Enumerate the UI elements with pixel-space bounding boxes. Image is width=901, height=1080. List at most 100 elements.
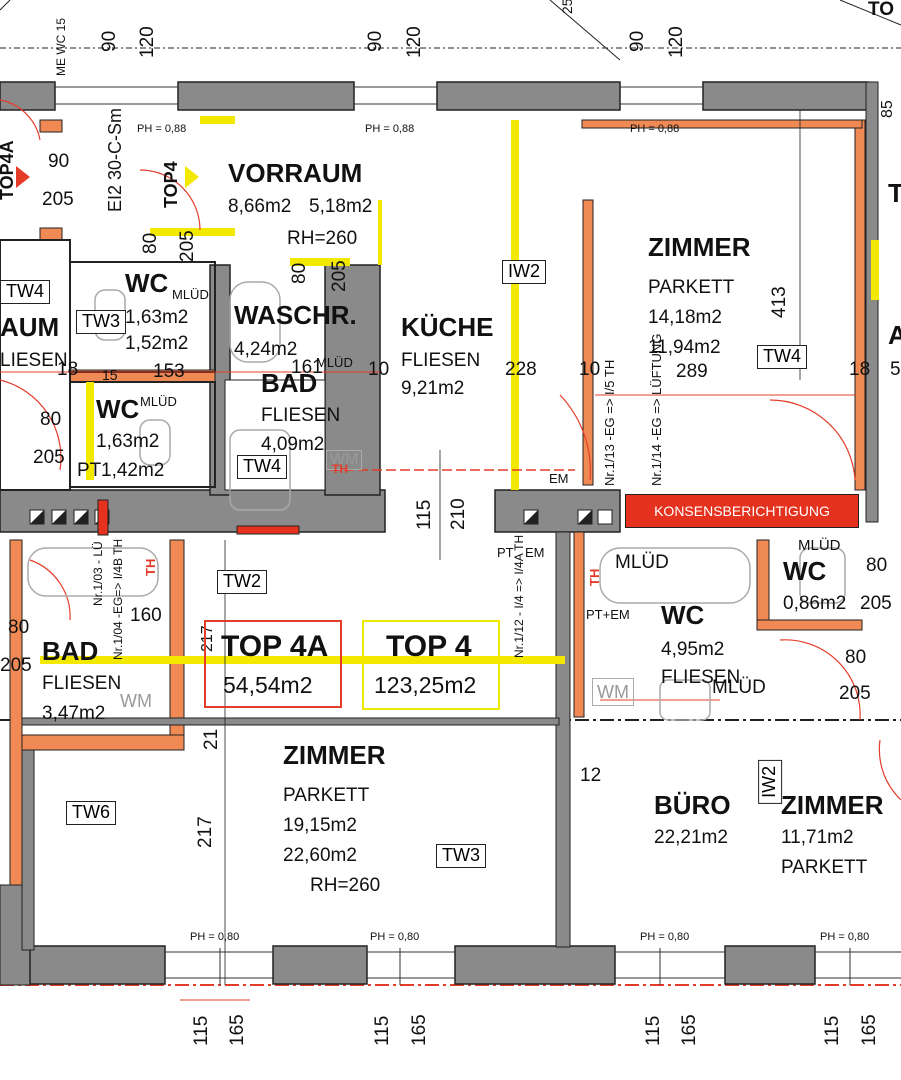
note-nr103: Nr.1/03 - LÜ [91,541,105,606]
room-bad-sw-floor: FLIESEN [42,673,122,694]
label-top4a-door: TOP4A [0,140,17,200]
dim-18-b: 18 [849,359,871,380]
room-waschr-area: 4,24m2 [234,339,298,360]
room-raum-w-name: AUM [0,312,60,342]
room-wc-mid-pt: PT [77,460,102,481]
label-mewc: ME WC 15 [54,17,68,76]
room-wc-small-area: 0,86m2 [783,593,847,614]
dim-205-e: 205 [0,655,32,676]
tag-pt-em: PT+EM [586,607,630,622]
dim-161: 161 [291,357,323,378]
wall-top-3 [436,81,621,111]
wall-orange-9 [756,619,863,631]
tag-th-bath: TH [332,462,348,476]
dim-bottom-115-4: 115 [822,1015,843,1046]
room-buro-area: 22,21m2 [654,827,728,848]
wall-orange-3 [581,119,863,129]
wall-orange-6 [21,734,185,751]
dim-153: 153 [153,361,185,382]
room-wc-top-mlud: MLÜD [172,287,209,302]
dim-217-b: 217 [195,816,216,848]
ph-label-4: PH = 0,80 [190,931,240,943]
dim-bottom-165-1: 165 [227,1014,248,1046]
label-to: TO [868,0,895,20]
room-wc-se-name: WC [661,600,705,630]
tag-tw3-bottom: TW3 [436,844,486,868]
room-zimmer-ne-area2: 11,94m2 [648,337,721,358]
tag-wm-bath: WM [326,450,363,470]
room-wc-se-area: 4,95m2 [661,639,725,660]
room-vorraum-area1: 8,66m2 [228,196,292,217]
dim-90: 90 [48,151,70,172]
ph-label-2: PH = 0,88 [365,123,415,135]
dim-top-90-1: 90 [99,30,120,52]
room-kuche-floor: FLIESEN [401,350,481,371]
dim-85: 85 [879,100,896,118]
room-wc-top-area2: 1,52m2 [125,333,189,354]
room-zimmer-se-name: ZIMMER [781,790,884,820]
tag-tw6: TW6 [66,801,116,825]
dim-top-90-3: 90 [627,30,648,52]
room-wc-mid-area1: 1,63m2 [96,431,160,452]
tag-tw4-right: TW4 [757,345,807,369]
dim-bottom-115-1: 115 [191,1015,212,1046]
room-wc-top-name: WC [125,268,169,298]
room-zimmer-se-floor: PARKETT [781,857,868,878]
wall-bottom-1 [29,945,166,985]
ph-label-6: PH = 0,80 [640,931,690,943]
room-zimmer-s-area2: 22,60m2 [283,845,357,866]
room-wc-small-name: WC [783,556,827,586]
room-bad-sw-name: BAD [42,636,99,666]
ph-label-1: PH = 0,88 [137,123,187,135]
wall-orange-7 [573,531,585,718]
dim-bottom-115-2: 115 [372,1015,393,1046]
wall-orange-2 [854,119,866,491]
dim-205-g: 205 [839,683,871,704]
room-buro-name: BÜRO [654,790,731,820]
dim-21: 21 [201,728,222,750]
tag-pt: PT [497,545,514,560]
room-zimmer-se-area: 11,71m2 [781,827,854,848]
dim-bottom-165-4: 165 [859,1014,880,1046]
unit-top4-name: TOP 4 [386,630,472,663]
room-wc-se-mlud-top: MLÜD [615,552,669,573]
wall-bottom-3 [454,945,616,985]
dim-205-f: 205 [860,593,892,614]
room-zimmer-ne-name: ZIMMER [648,232,751,262]
ph-label-5: PH = 0,80 [370,931,420,943]
unit-top4a-box [204,620,342,708]
unit-top4-box [362,620,500,710]
dim-top-120-1: 120 [137,26,158,58]
wall-bottom-2 [272,945,368,985]
room-bad-mid-area: 4,09m2 [261,434,325,455]
tag-wm-se: WM [592,678,634,706]
dim-18-a: 18 [57,359,79,380]
room-wc-mid-mlud: MLÜD [140,394,177,409]
dim-10-b: 10 [579,359,601,380]
tag-em-top: EM [549,471,569,486]
sink-2 [659,679,711,721]
room-wc-top-area1: 1,63m2 [125,307,189,328]
room-zimmer-s-name: ZIMMER [283,740,386,770]
wall-orange-4 [9,539,23,886]
dim-top-90-2: 90 [365,30,386,52]
wall-top-1 [0,81,56,111]
note-nr114: Nr.1/14 -EG => LÜFTUNG [649,333,664,486]
unit-top4a-name: TOP 4A [221,630,329,663]
dim-bottom-165-2: 165 [409,1014,430,1046]
unit-top4a-area: 54,54m2 [223,672,313,698]
dim-289: 289 [676,361,708,382]
tag-tw4-bath: TW4 [237,455,287,479]
wall-right [865,81,879,523]
note-nr104: Nr.1/04 -EG=> I/4B TH [111,538,125,660]
room-raum-w-floor: LIESEN [0,350,68,371]
tag-th-se: TH [587,568,602,586]
room-vorraum-rh: RH=260 [287,228,358,249]
note-nr112: Nr.1/12 - I/4 => I/4A TH [512,534,526,658]
label-5: 5 [890,359,901,380]
room-vorraum-area2: 5,18m2 [309,196,373,217]
tag-wm-sw: WM [120,691,152,711]
room-zimmer-ne-floor: PARKETT [648,277,735,298]
wall-bath [324,264,381,496]
